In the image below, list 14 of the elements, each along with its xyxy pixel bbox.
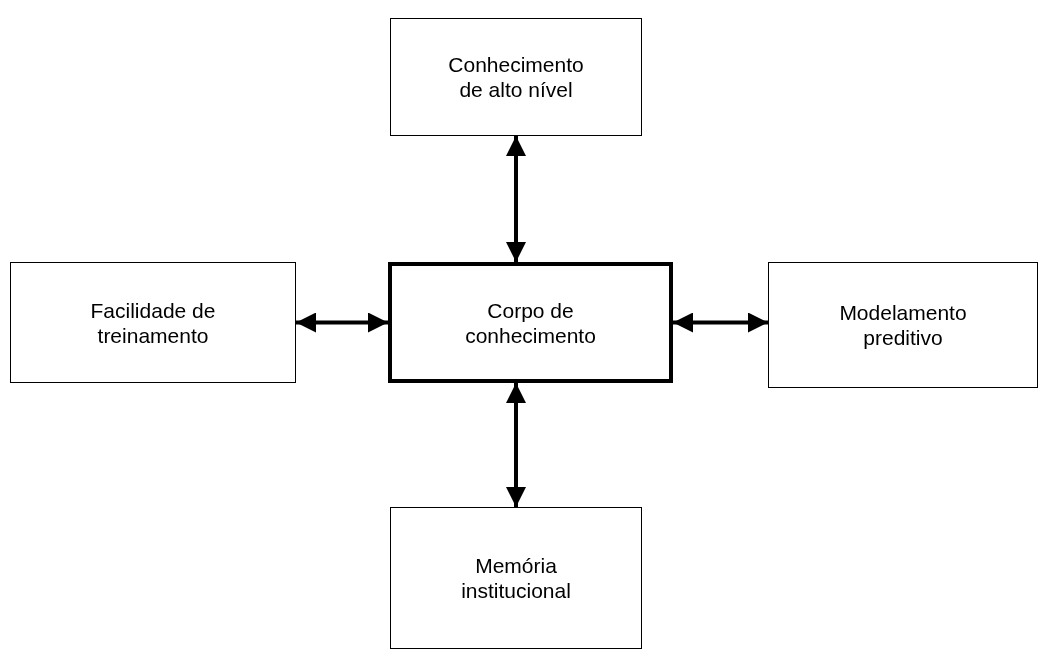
double-arrow — [506, 136, 526, 262]
box-label: Facilidade de treinamento — [89, 297, 217, 348]
box-label: Memória institucional — [460, 553, 572, 603]
box-label: Modelamento preditivo — [838, 300, 968, 350]
process-box — [388, 262, 673, 383]
process-box — [390, 507, 642, 649]
double-arrow — [506, 383, 526, 507]
process-box — [390, 18, 642, 136]
box-label: Corpo de conhecimento — [464, 297, 597, 348]
double-arrow — [673, 312, 768, 333]
box-label: Conhecimento de alto nível — [447, 52, 585, 102]
process-box — [10, 262, 296, 383]
double-arrow — [296, 312, 388, 333]
process-box — [768, 262, 1038, 388]
